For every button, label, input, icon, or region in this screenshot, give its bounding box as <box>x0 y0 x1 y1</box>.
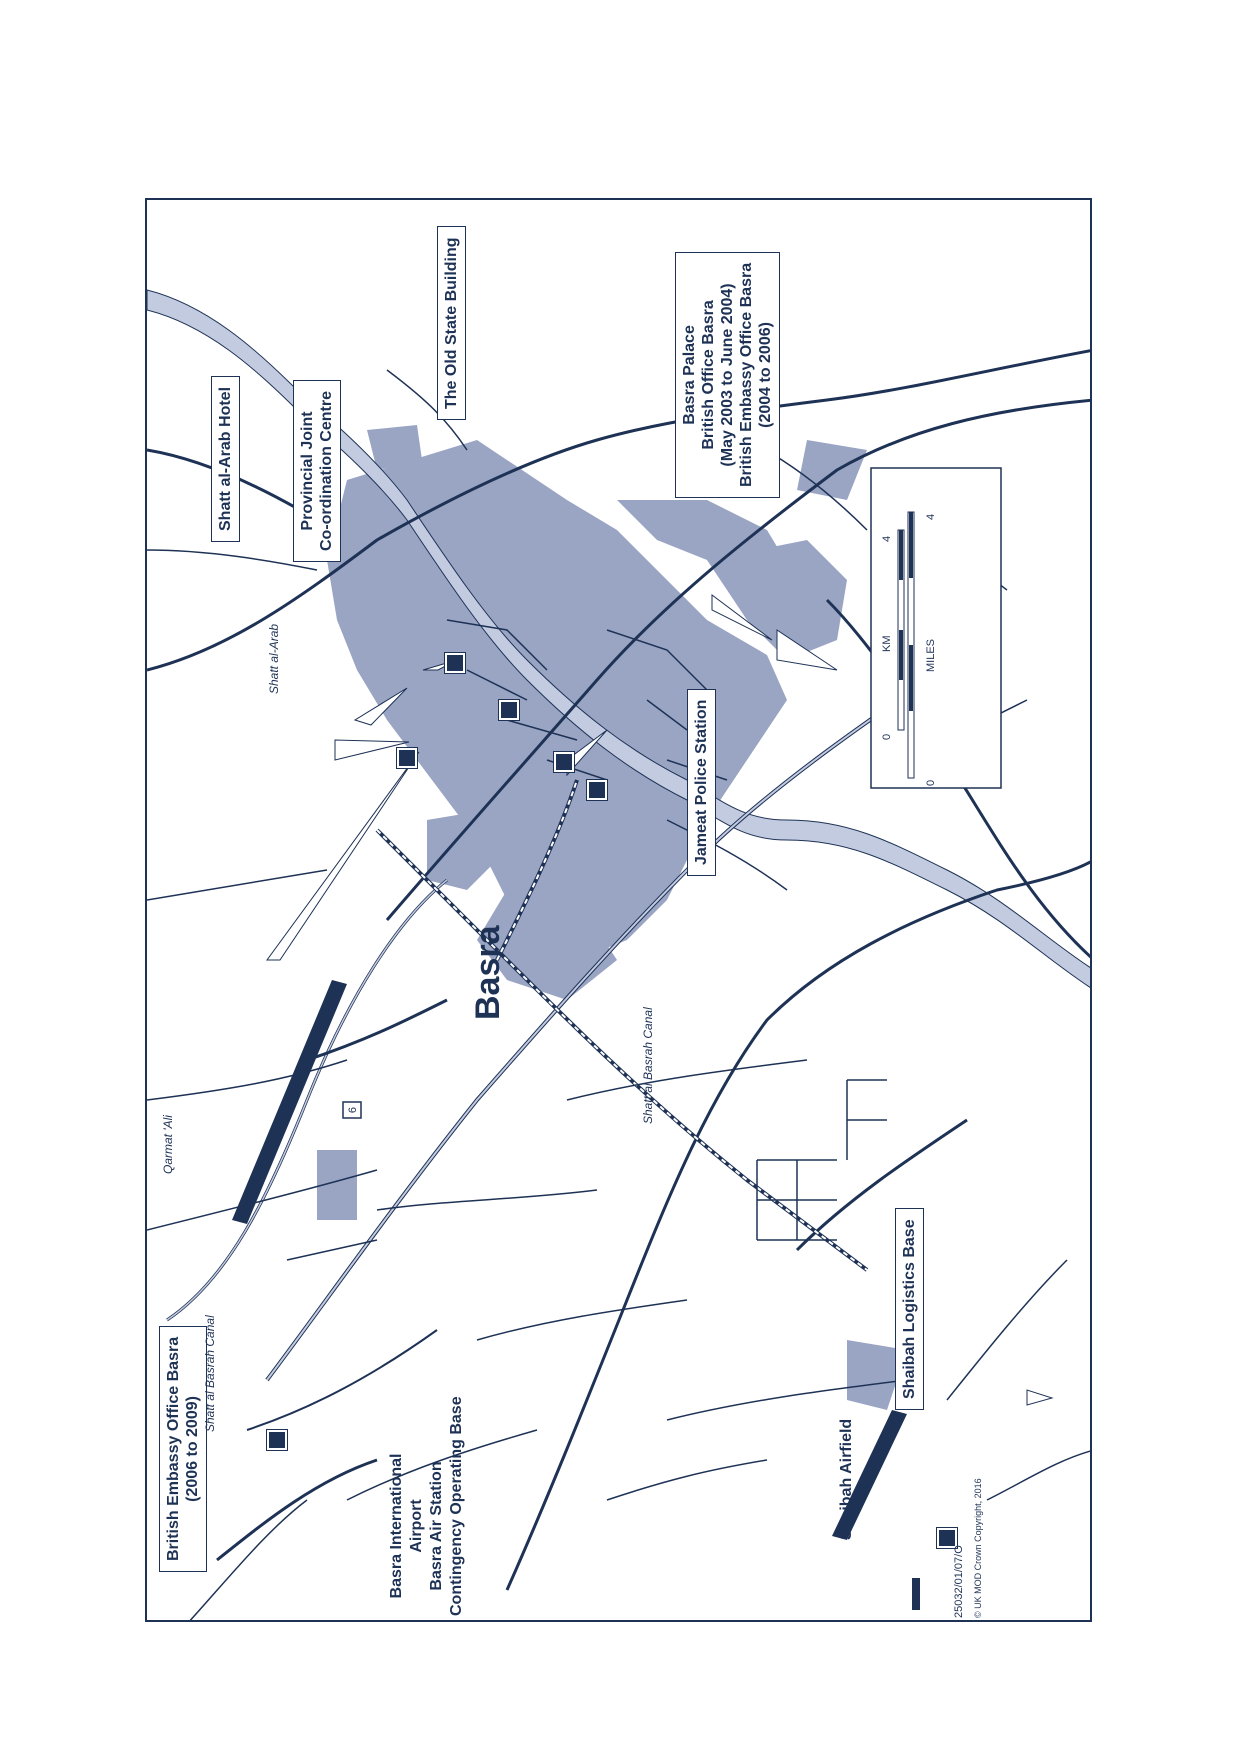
label-shatt-al-basrah-canal-upper: Shatt al Basrah Canal <box>641 1007 655 1124</box>
shaibah-airfield-text: Shaibah Airfield <box>838 1418 855 1540</box>
scale-km-max: 4 <box>881 536 893 542</box>
callout-beob-2006-2009: British Embassy Office Basra (2006 to 20… <box>159 1325 207 1572</box>
airport-line3: Basra Air Station <box>428 1461 445 1591</box>
map-reference-number: 25032/01/07/O <box>953 1545 965 1618</box>
scale-miles-zero: 0 <box>925 780 937 786</box>
copyright-text: © UK MOD Crown Copyright, 2016 <box>973 1478 983 1618</box>
callout-jameat-text: Jameat Police Station <box>693 699 710 865</box>
callout-beob-line2: (2006 to 2009) <box>184 1396 201 1502</box>
callout-jameat-police-station: Jameat Police Station <box>687 688 716 876</box>
callout-beob-line1: British Embassy Office Basra <box>165 1336 182 1561</box>
km-label-text: KM <box>881 635 893 653</box>
city-label-text: Basra <box>469 925 507 1020</box>
km-max-text: 4 <box>881 535 893 542</box>
canal-upper-text: Shatt al Basrah Canal <box>641 1007 655 1124</box>
callout-palace-line1: Basra Palace <box>681 325 698 425</box>
railway <box>375 779 869 1272</box>
route-shield: 6 <box>342 1101 362 1119</box>
marker-shaibah <box>936 1527 958 1549</box>
callout-old-state-text: The Old State Building <box>443 237 460 409</box>
scale-km-label: KM <box>881 636 893 653</box>
callout-hotel-text: Shatt al-Arab Hotel <box>217 386 234 531</box>
label-shatt-al-basrah-canal-lower: Shatt al Basrah Canal <box>203 1315 217 1432</box>
callout-old-state-building: The Old State Building <box>437 226 466 420</box>
marker-jameat <box>553 751 575 773</box>
map-copyright: © UK MOD Crown Copyright, 2016 <box>973 1478 983 1618</box>
airport-line1: Basra International <box>388 1453 405 1599</box>
callout-shaibah-logistics-base: Shaibah Logistics Base <box>895 1208 924 1410</box>
scale-miles-max: 4 <box>925 514 937 520</box>
runways <box>232 980 920 1610</box>
label-shatt-al-arab: Shatt al-Arab <box>267 624 281 694</box>
label-qarmat-ali: Qarmat 'Ali <box>161 1115 175 1174</box>
callout-palace-line5: (2004 to 2006) <box>757 322 774 428</box>
scale-bar <box>870 467 1002 789</box>
minor-roads <box>147 369 1090 1620</box>
marker-pjcc <box>444 652 466 674</box>
miles-max-text: 4 <box>925 513 937 520</box>
miles-label-text: MILES <box>925 638 937 672</box>
callout-basra-palace: Basra Palace British Office Basra (May 2… <box>675 251 780 498</box>
shatt-al-arab-river <box>147 289 1090 988</box>
callout-pjcc: Provincial Joint Co-ordination Centre <box>293 380 341 562</box>
canals <box>166 638 989 1431</box>
svg-text:6: 6 <box>347 1107 359 1113</box>
callout-palace-line4: British Embassy Office Basra <box>738 262 755 487</box>
marker-old-state-building <box>498 699 520 721</box>
shatt-al-arab-text: Shatt al-Arab <box>267 623 281 694</box>
area-shaibah-airfield-label: Shaibah Airfield <box>837 1419 857 1540</box>
map-canvas: 6 <box>147 289 1090 1620</box>
reference-text: 25032/01/07/O <box>953 1545 965 1618</box>
city-label-basra: Basra <box>469 925 508 1020</box>
marker-basra-palace <box>586 779 608 801</box>
scale-km-zero: 0 <box>881 734 893 740</box>
miles-zero-text: 0 <box>925 779 937 786</box>
map-labels: British Embassy Office Basra (2006 to 20… <box>147 200 1090 1620</box>
scale-miles-label: MILES <box>925 639 937 672</box>
callout-palace-line2: British Office Basra <box>700 300 717 450</box>
callout-shaibah-text: Shaibah Logistics Base <box>901 1219 918 1399</box>
airport-line2: Airport <box>408 1499 425 1553</box>
qarmat-ali-text: Qarmat 'Ali <box>161 1115 175 1174</box>
canal-lower-text: Shatt al Basrah Canal <box>203 1315 217 1432</box>
area-airport-label: Basra International Airport Basra Air St… <box>387 1396 467 1616</box>
callout-shatt-al-arab-hotel: Shatt al-Arab Hotel <box>211 375 240 542</box>
callout-palace-line3: (May 2003 to June 2004) <box>719 283 736 467</box>
airport-line4: Contingency Operating Base <box>448 1396 465 1616</box>
callout-leaders <box>266 594 1054 1406</box>
map-frame: 6 British Embassy Office Ba <box>145 198 1092 1622</box>
callout-pjcc-line1: Provincial Joint <box>299 411 316 531</box>
marker-shatt-al-arab-hotel <box>396 747 418 769</box>
km-zero-text: 0 <box>881 733 893 740</box>
marker-beob-2006 <box>266 1429 288 1451</box>
callout-pjcc-line2: Co-ordination Centre <box>318 391 335 551</box>
